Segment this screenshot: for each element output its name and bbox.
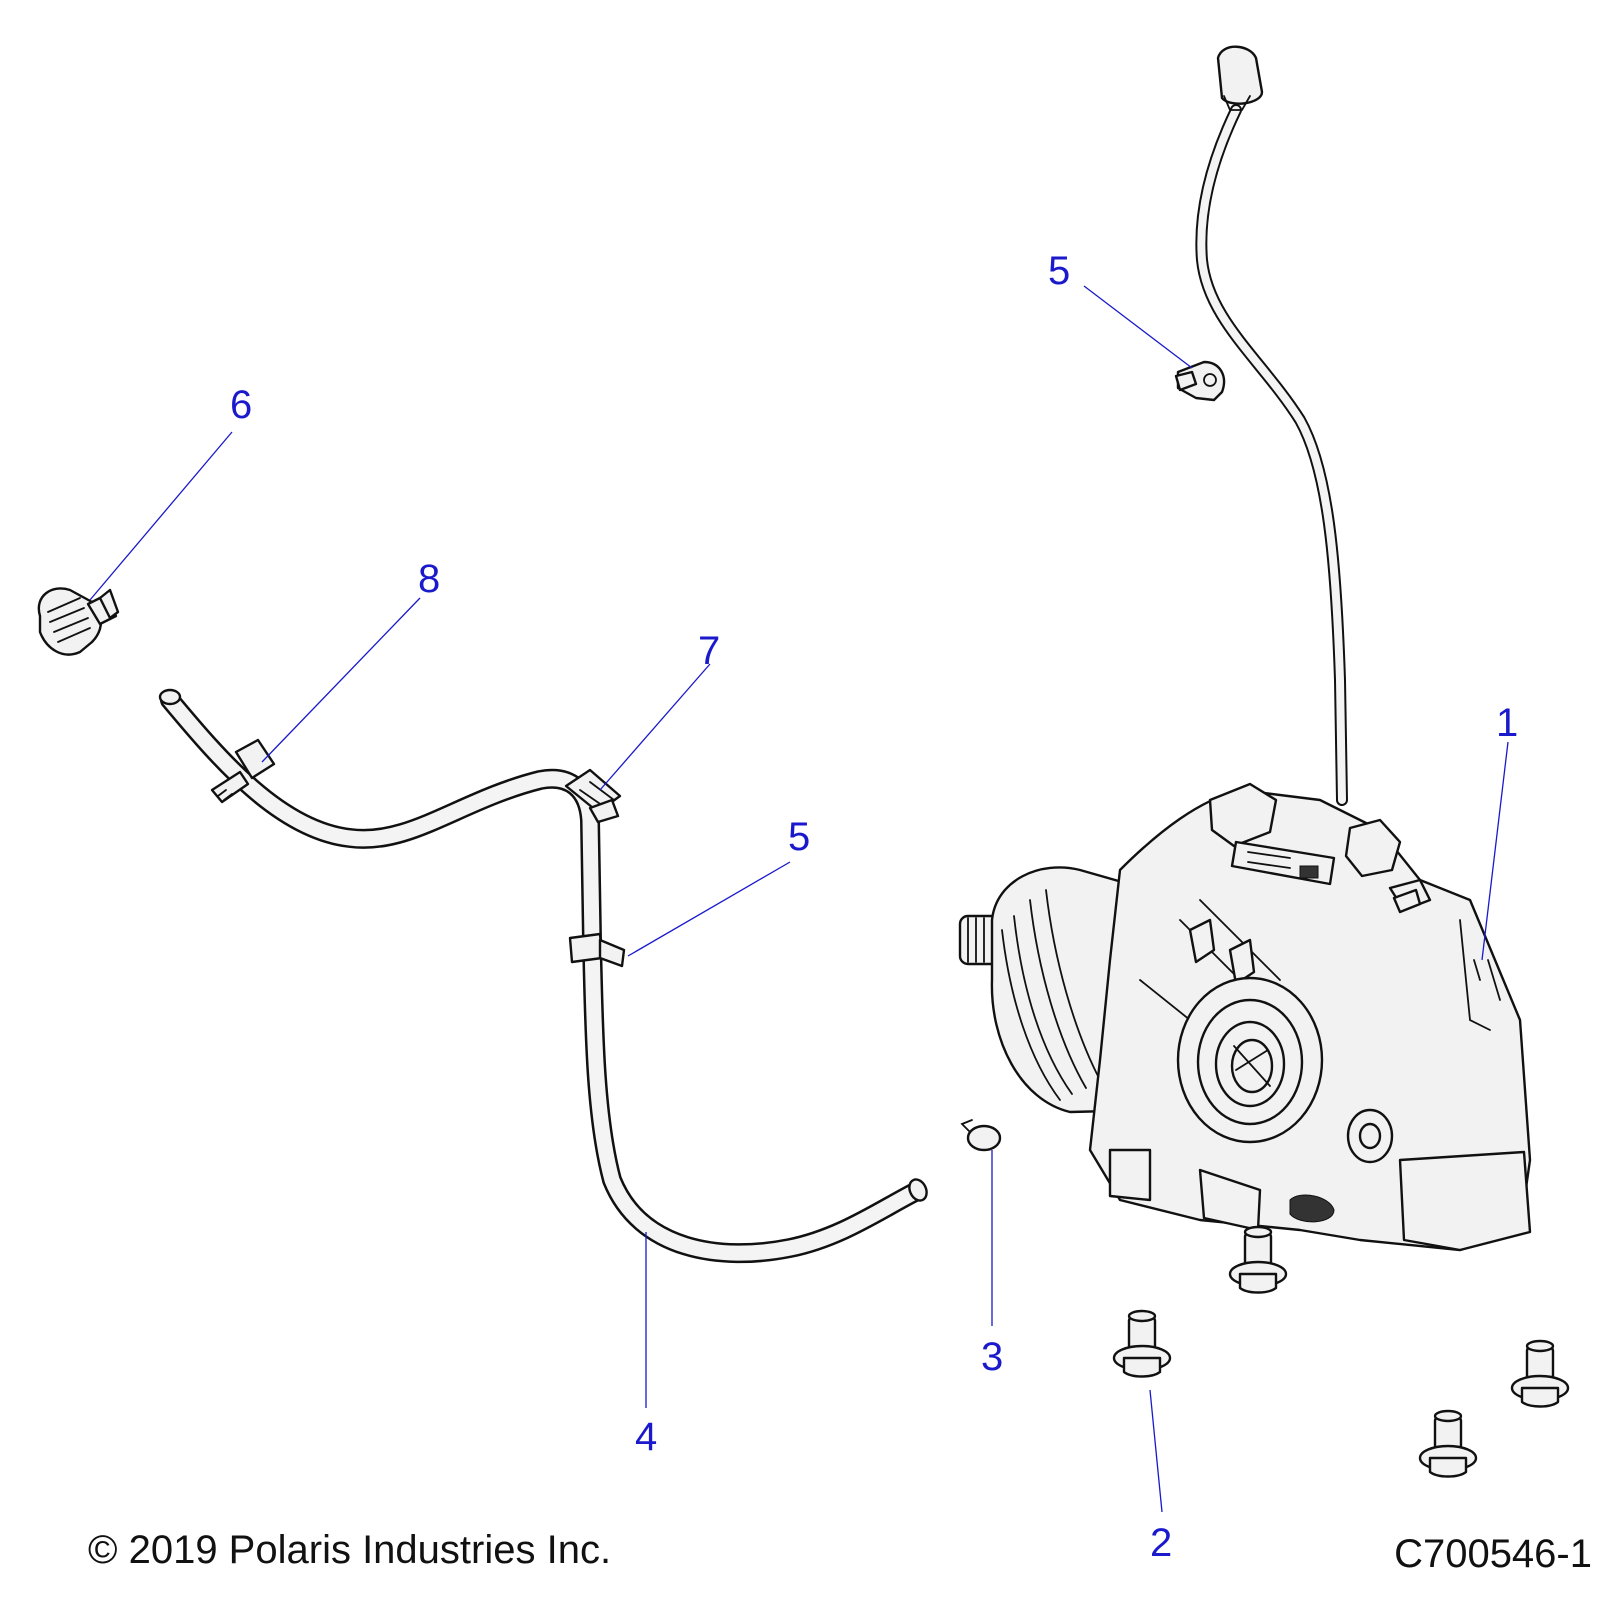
- leader-1: [1481, 741, 1509, 961]
- hose-clip-5: [568, 932, 626, 968]
- vent-cap: [1216, 45, 1264, 105]
- clip-upper: [1174, 360, 1226, 402]
- leader-2: [1149, 1389, 1163, 1513]
- vent-fitting: [37, 587, 120, 656]
- callout-3: 3: [981, 1335, 1003, 1379]
- leader-6: [89, 431, 233, 601]
- mounting-bolt: [1418, 1409, 1478, 1478]
- hose-clip-7: [564, 768, 622, 824]
- callout-1: 1: [1496, 701, 1518, 745]
- callout-2: 2: [1150, 1521, 1172, 1565]
- leader-7: [599, 663, 711, 791]
- breather-hose: [158, 688, 928, 1264]
- gearcase-assembly: [958, 782, 1532, 1252]
- vent-hose-upper: [1195, 45, 1348, 806]
- mounting-bolt: [1510, 1339, 1570, 1408]
- callout-8: 8: [418, 557, 440, 601]
- copyright-notice: © 2019 Polaris Industries Inc.: [88, 1528, 612, 1572]
- leader-5a: [1083, 285, 1193, 369]
- leader-8: [261, 597, 421, 763]
- mounting-bolt: [1112, 1309, 1172, 1378]
- hose-clip-8: [210, 738, 276, 804]
- callout-7: 7: [698, 629, 720, 673]
- callout-5-upper: 5: [1048, 249, 1070, 293]
- callout-5-middle: 5: [788, 815, 810, 859]
- hose-clamp: [960, 1119, 1002, 1152]
- leader-5b: [627, 861, 791, 957]
- callout-6: 6: [230, 383, 252, 427]
- drawing-number: C700546-1: [1394, 1532, 1592, 1576]
- mounting-bolt: [1228, 1225, 1288, 1294]
- callout-4: 4: [635, 1415, 657, 1459]
